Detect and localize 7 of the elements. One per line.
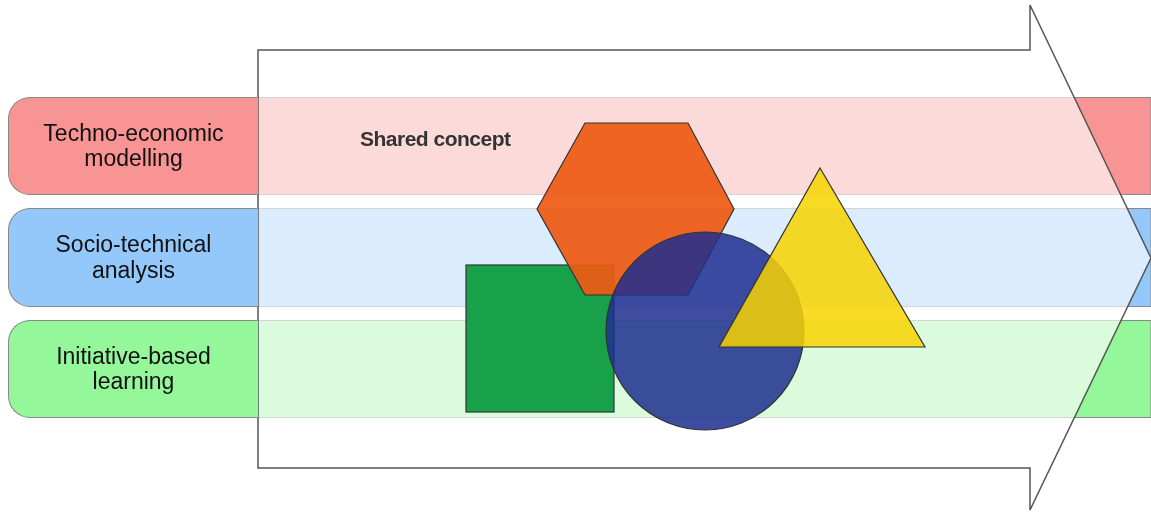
- band-label: Techno-economic modelling: [42, 120, 225, 172]
- band: [8, 320, 258, 418]
- band-label: Socio-technical analysis: [54, 232, 213, 283]
- concept-label: Shared concept: [360, 127, 511, 151]
- band: [8, 208, 258, 307]
- band-label: Initiative-based learning: [55, 343, 212, 395]
- band: [8, 97, 258, 195]
